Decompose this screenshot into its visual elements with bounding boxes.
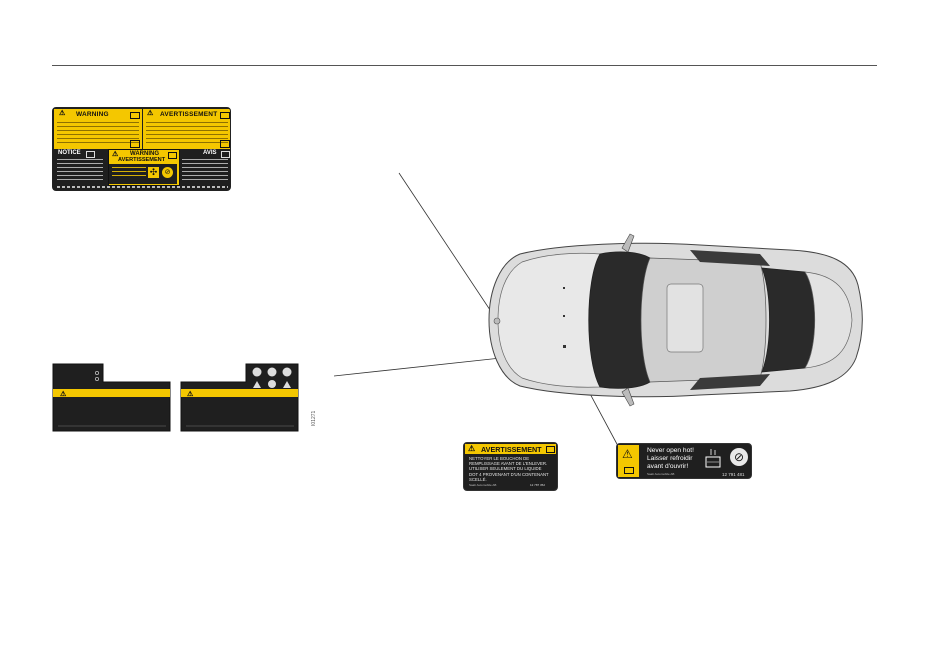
mid-warning-title: WARNING [130,151,159,157]
avis-title: AVIS [203,150,217,156]
warning-fine-print [57,122,139,144]
underhood-sticker-right: ⚠ [180,362,299,433]
brake-fluid-line: DOT 4 PROVENANT D'UN CONTENANT [469,471,549,477]
book-icon [130,112,140,119]
notice-fine-print [57,159,103,183]
brake-fluid-part-number: 12 787 352 [530,483,546,487]
book-icon [86,151,95,158]
brake-fluid-sticker: ⚠ AVERTISSEMENT NETTOYER LE BOUCHON DE R… [463,442,558,491]
brake-fluid-line: SCELLÉ. [469,476,487,482]
leader-line-underhood [333,356,511,377]
battery-icon [130,140,140,148]
header-rule [52,65,877,66]
underhood-sticker-left-shape: ⚠ [52,363,171,432]
fan-warning-sticker: WARNING ⚠ AVERTISSEMENT ⚠ NOTICE ⚠ WARNI… [52,107,231,191]
book-icon [624,467,634,474]
coolant-line-1: Never open hot! [647,447,694,454]
coolant-line-2: Laisser refroidir [647,455,693,462]
warning-triangle-icon: ⚠ [468,444,476,453]
book-icon [220,112,230,119]
sticker-footer-print [57,186,228,188]
coolant-part-number: 12 791 481 [722,472,745,477]
coolant-tank-icon [705,449,721,468]
avert-title: AVERTISSEMENT [160,111,218,118]
coolant-footer-left: Saab Automobile AB [647,472,675,476]
book-icon [168,152,177,159]
brake-fluid-line: REMPLISSAGE AVANT DE L'ENLEVER. [469,461,548,467]
brake-fluid-line: UTILISER SEULEMENT DU LIQUIDE [469,466,542,472]
coolant-warning-strip: ⚠ [618,445,639,477]
avis-fine-print [182,159,228,183]
warning-triangle-icon: ⚠ [147,110,154,117]
underhood-sticker-left: ⚠ [52,362,171,433]
avert-fine-print [146,122,228,144]
warning-title: WARNING [76,111,109,118]
hand-prohibited-icon: ⊘ [730,448,748,466]
warning-triangle-icon: ⚠ [59,110,66,117]
underhood-sticker-right-shape: ⚠ [180,363,299,432]
notice-title: NOTICE [58,150,81,156]
warning-panel-fr: AVERTISSEMENT ⚠ [143,109,230,149]
mid-warning-body: ✣ ⊘ [109,164,177,184]
mid-warning-fine-print [112,167,146,179]
coolant-line-3: avant d'ouvrir! [647,463,689,470]
warning-triangle-icon: ⚠ [112,151,119,158]
brake-fluid-line: NETTOYER LE BOUCHON DE [469,456,530,461]
warning-triangle-icon: ⚠ [622,447,633,461]
car-body [488,233,863,407]
mid-avert-title: AVERTISSEMENT [118,157,166,163]
brake-fluid-text: NETTOYER LE BOUCHON DE REMPLISSAGE AVANT… [469,456,549,482]
svg-text:⚠: ⚠ [60,390,67,398]
coolant-hot-sticker: ⚠ Never open hot! Laisser refroidir avan… [616,443,752,479]
fan-icon: ✣ [148,167,159,178]
brake-fluid-header: ⚠ AVERTISSEMENT [465,444,556,454]
book-icon [221,151,230,158]
svg-text:⚠: ⚠ [187,390,194,398]
warning-panel-en: WARNING ⚠ [54,109,142,149]
mid-warning-panel: ⚠ WARNING AVERTISSEMENT ✣ ⊘ [108,149,180,186]
book-icon [546,446,555,453]
brake-fluid-title: AVERTISSEMENT [481,445,542,454]
hand-prohibited-icon: ⊘ [162,167,173,178]
battery-icon [220,140,230,148]
brake-fluid-footer-left: Saab Automobile AB [469,483,497,487]
